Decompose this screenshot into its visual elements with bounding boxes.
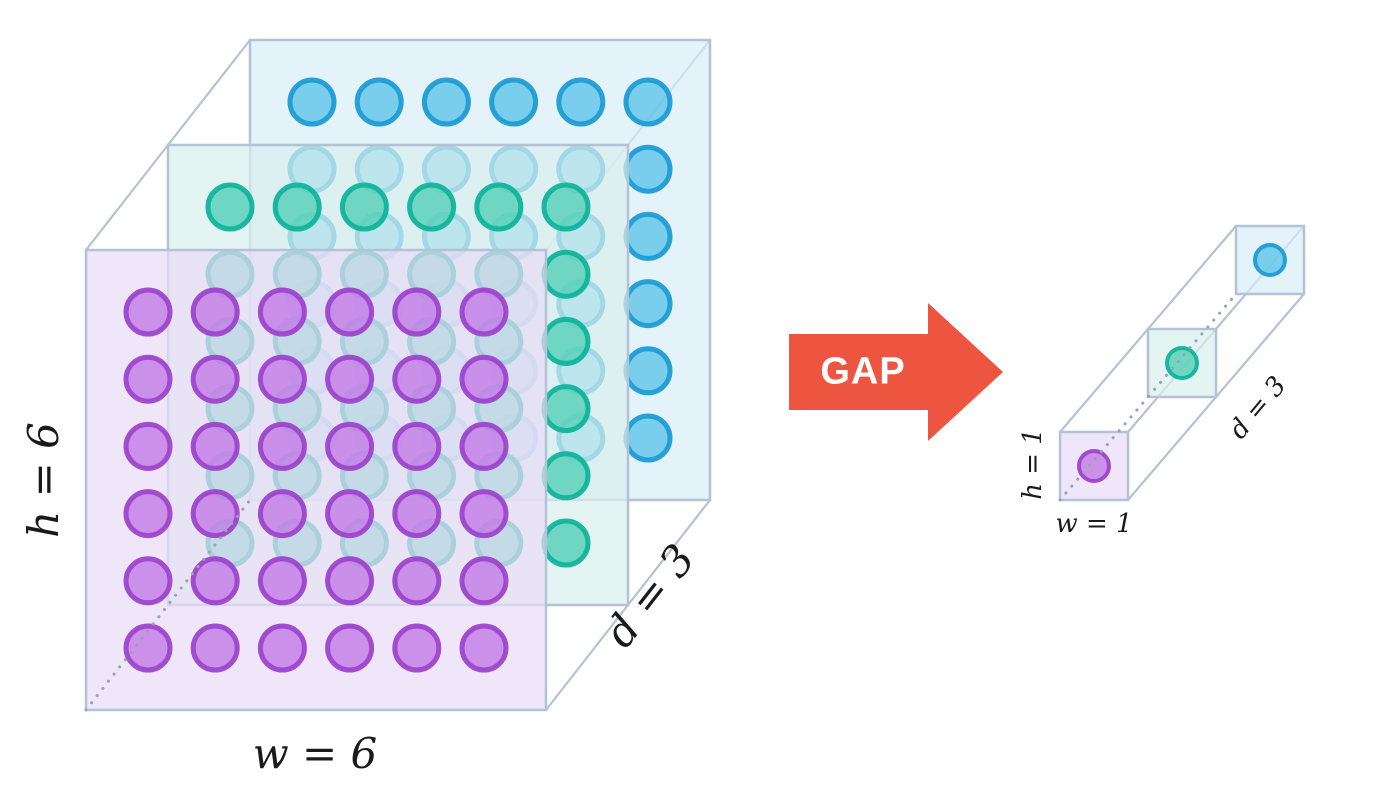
left-tensor-dot-purple (190, 354, 240, 404)
left-tensor-dot-purple (257, 623, 307, 673)
left-tensor-height-label: h = 6 (19, 422, 68, 538)
left-tensor-dot-purple (459, 287, 509, 337)
left-tensor-dot-purple (392, 489, 442, 539)
left-tensor-dot-blue (421, 77, 471, 127)
left-tensor-dot-purple (123, 489, 173, 539)
left-tensor-dot-purple (123, 623, 173, 673)
left-tensor-dot-blue (623, 77, 673, 127)
left-tensor-dot-blue (623, 413, 673, 463)
left-tensor-dot-purple (325, 489, 375, 539)
left-tensor-dot-blue (623, 144, 673, 194)
right-tensor-dot-teal (1165, 346, 1199, 380)
left-tensor-dot-teal (272, 182, 322, 232)
left-tensor-dot-teal (407, 182, 457, 232)
left-tensor-dot-purple (257, 354, 307, 404)
left-tensor-dot-purple (123, 421, 173, 471)
left-tensor-dot-purple (325, 287, 375, 337)
left-tensor-dot-purple (257, 556, 307, 606)
left-tensor-dot-purple (459, 623, 509, 673)
left-tensor-dot-blue (489, 77, 539, 127)
left-tensor-dot-purple (459, 489, 509, 539)
left-tensor-dot-purple (123, 287, 173, 337)
left-tensor-dot-purple (459, 421, 509, 471)
left-tensor-dot-teal (205, 182, 255, 232)
left-tensor-dot-purple (392, 623, 442, 673)
left-tensor-dot-teal (541, 451, 591, 501)
right-tensor-dot-purple (1077, 449, 1111, 483)
left-tensor-dot-blue (623, 211, 673, 261)
left-tensor-dot-purple (459, 556, 509, 606)
left-tensor-group (84, 38, 712, 712)
left-tensor-dot-purple (190, 421, 240, 471)
left-tensor-dot-purple (123, 556, 173, 606)
right-tensor-dot-blue (1253, 243, 1287, 277)
left-tensor-dot-purple (392, 287, 442, 337)
left-tensor-dot-purple (257, 421, 307, 471)
left-tensor-dot-purple (325, 421, 375, 471)
gap-arrow (789, 303, 1003, 441)
left-tensor-dot-teal (541, 384, 591, 434)
left-tensor-dot-teal (474, 182, 524, 232)
right-tensor-width-label: w = 1 (1055, 509, 1133, 539)
right-tensor-edge-hidden-dotted (1058, 292, 1238, 502)
right-tensor-height-label: h = 1 (1018, 428, 1048, 500)
left-tensor-dot-blue (556, 77, 606, 127)
left-tensor-width-label: w = 6 (252, 729, 378, 778)
left-tensor-dot-teal (339, 182, 389, 232)
left-tensor-dot-purple (190, 489, 240, 539)
left-tensor-dot-purple (257, 489, 307, 539)
left-tensor-dot-purple (459, 354, 509, 404)
left-tensor-dot-purple (325, 556, 375, 606)
left-tensor-edge-hidden-dotted (84, 498, 252, 712)
left-tensor-dot-purple (190, 623, 240, 673)
left-tensor-dot-blue (354, 77, 404, 127)
left-tensor-dot-purple (190, 287, 240, 337)
left-tensor-dot-purple (325, 354, 375, 404)
left-tensor-dot-purple (190, 556, 240, 606)
left-tensor-dot-purple (257, 287, 307, 337)
right-tensor-group (1058, 224, 1306, 502)
gap-arrow-label: GAP (820, 350, 906, 393)
left-tensor-dot-purple (123, 354, 173, 404)
left-tensor-dot-teal (541, 316, 591, 366)
left-tensor-dot-teal (541, 518, 591, 568)
left-tensor-dot-teal (541, 249, 591, 299)
left-tensor-dot-blue (623, 279, 673, 329)
left-tensor-dot-purple (325, 623, 375, 673)
left-tensor-dot-blue (623, 346, 673, 396)
left-tensor-dot-purple (392, 556, 442, 606)
left-tensor-dot-blue (287, 77, 337, 127)
left-tensor-dot-purple (392, 354, 442, 404)
left-tensor-dot-purple (392, 421, 442, 471)
left-tensor-dot-teal (541, 182, 591, 232)
